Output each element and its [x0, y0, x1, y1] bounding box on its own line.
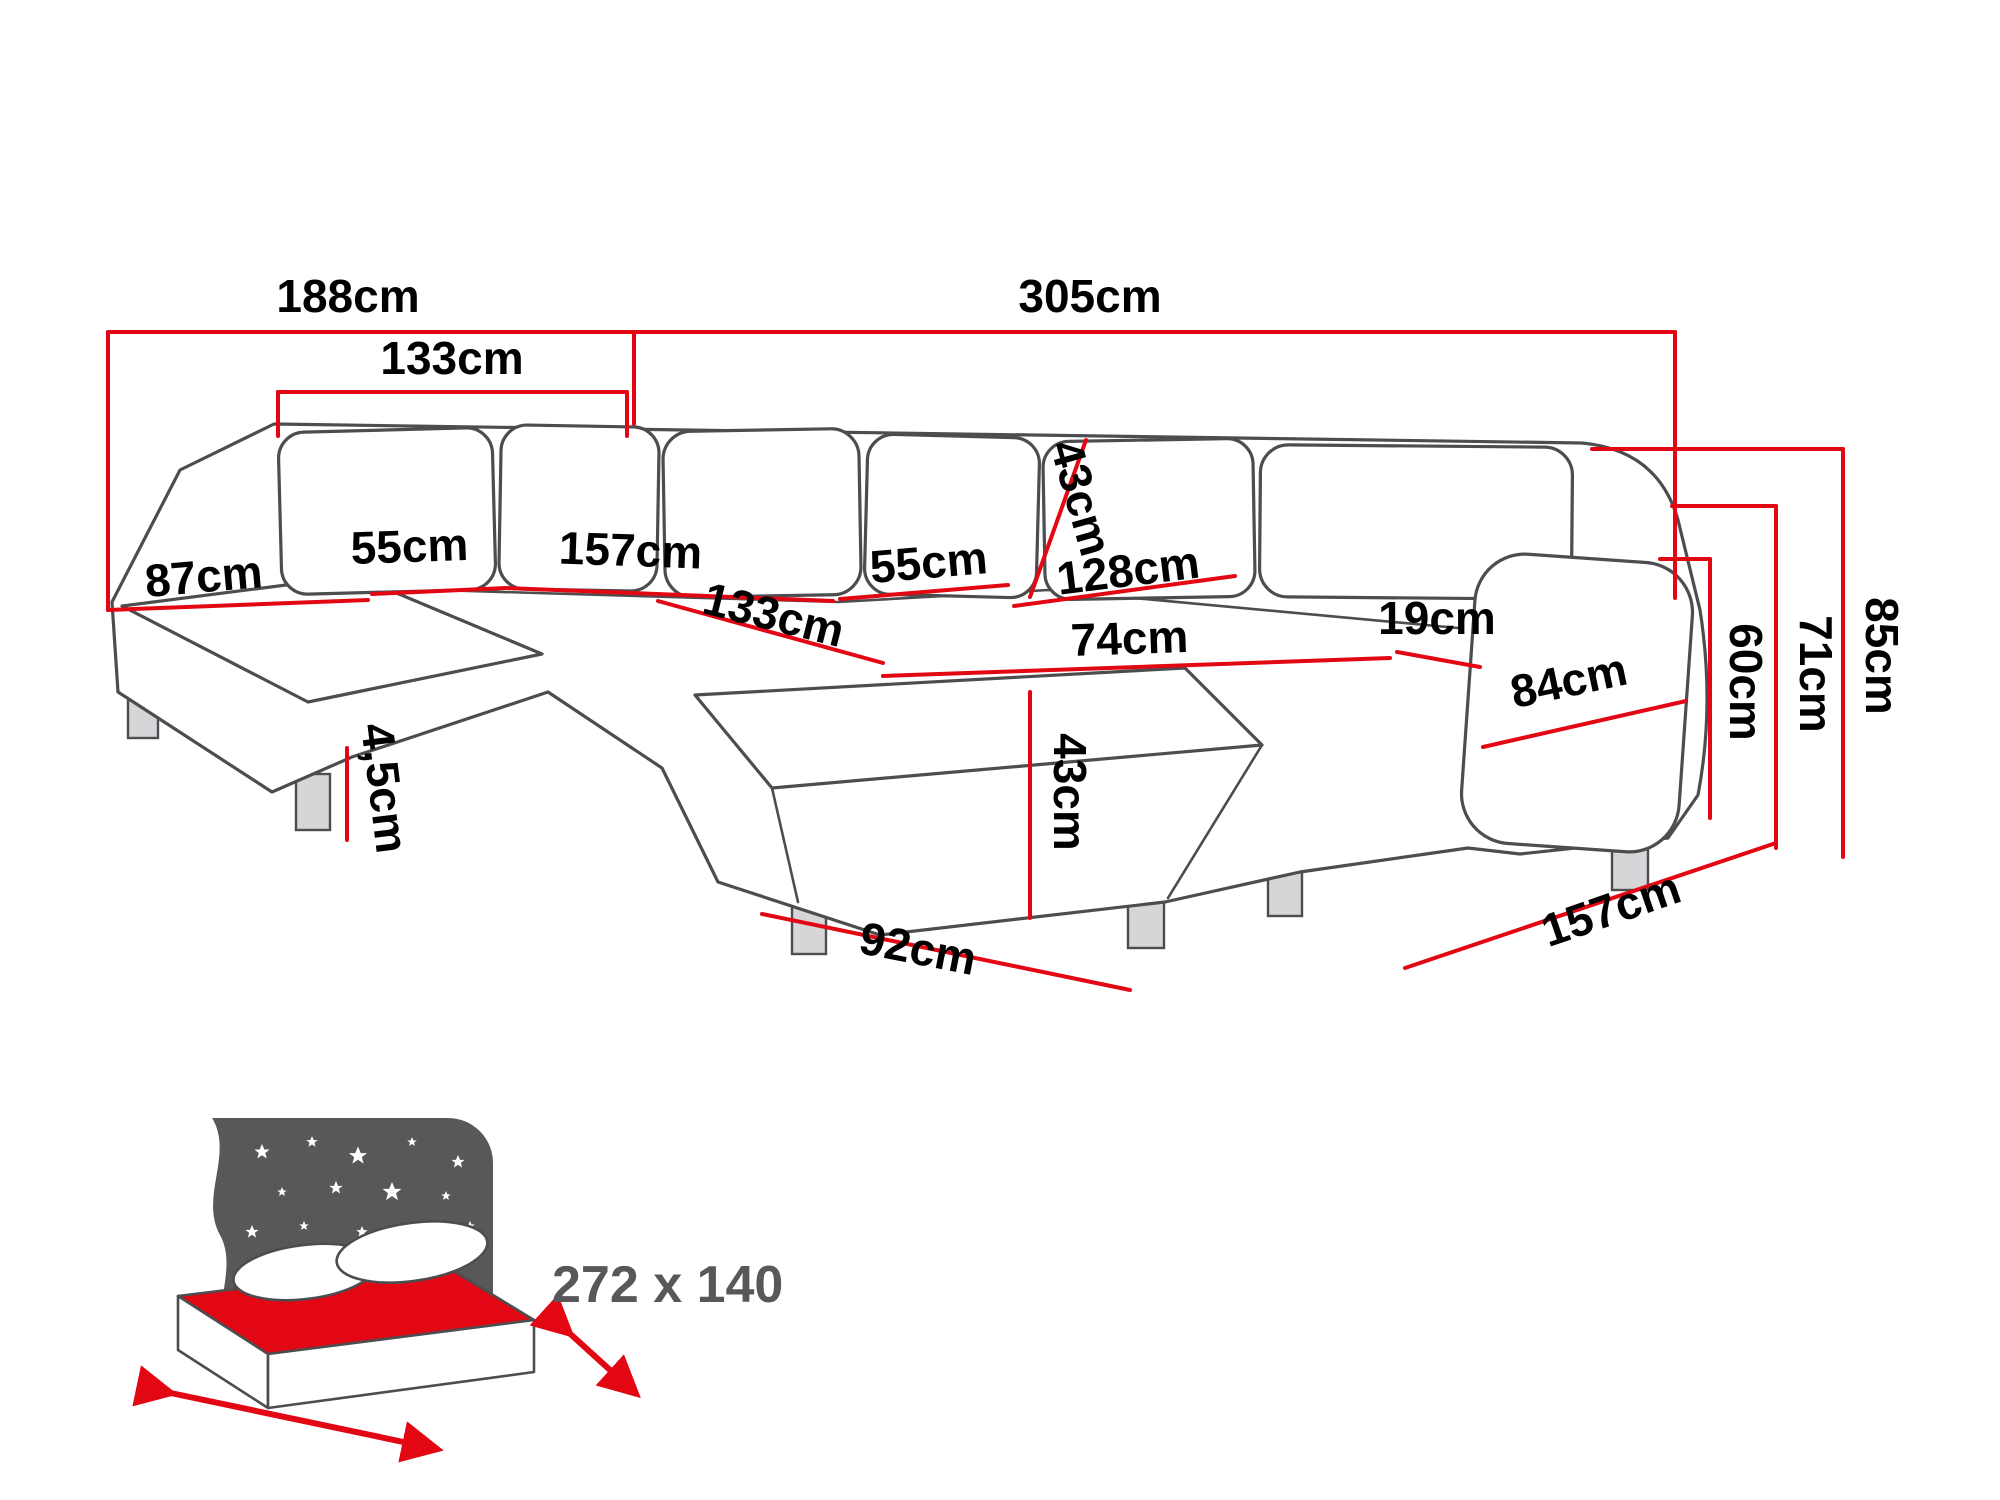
dim-line-74 — [881, 656, 1392, 678]
dim-line-55-left — [370, 586, 508, 596]
sleeping-area-label: 272 x 140 — [552, 1256, 783, 1314]
back-cushions — [276, 423, 1575, 601]
dim-line-84 — [1481, 699, 1688, 749]
dim-line-128 — [1012, 574, 1237, 608]
dim-label-height-armrest: 60cm — [1720, 623, 1772, 741]
dim-line-133-seat — [656, 599, 885, 665]
dim-label-seat-cushion-left: 55cm — [350, 518, 469, 574]
dim-label-backrest-left-width: 133cm — [380, 332, 523, 384]
dim-label-seat-width-middle: 157cm — [558, 522, 703, 579]
ottoman-right-edge — [1166, 743, 1264, 900]
dim-label-right-side-depth: 157cm — [1535, 861, 1687, 957]
length-arrow — [132, 1365, 444, 1463]
right-armrest — [1459, 552, 1695, 854]
dim-label-armrest-width: 19cm — [1378, 592, 1496, 644]
dimension-lines — [106, 330, 1845, 992]
dim-line-43-back — [1028, 438, 1088, 599]
chaise-seat-cushion — [120, 574, 544, 704]
dim-label-leg-height: 4,5cm — [351, 720, 419, 856]
back-cushion — [863, 432, 1041, 600]
dim-line-87 — [106, 598, 370, 612]
back-cushion — [1041, 437, 1257, 601]
dim-label-height-total: 85cm — [1856, 597, 1908, 715]
dim-label-seat-cushion-right: 55cm — [868, 531, 990, 593]
dim-label-seat-height-front: 43cm — [1044, 733, 1096, 851]
pillow — [335, 1220, 489, 1284]
dim-line-92 — [760, 912, 1132, 992]
sofa-bed-icon: 272 x 140 — [132, 1112, 783, 1463]
dimension-labels: 188cm 305cm 133cm 87cm 55cm 157cm 55cm 4… — [143, 270, 1908, 985]
dim-label-height-backrest: 71cm — [1790, 615, 1842, 733]
dim-label-chaise-width: 87cm — [143, 545, 265, 607]
ottoman-left-edge — [770, 786, 800, 904]
back-cushion — [1257, 443, 1575, 601]
dim-label-ottoman-width: 74cm — [1070, 610, 1189, 666]
sofa-leg — [294, 772, 332, 832]
dim-line-55-right — [838, 583, 1010, 601]
dim-label-back-width-left: 188cm — [276, 270, 419, 322]
width-arrow — [529, 1294, 641, 1399]
dim-line-19 — [1395, 650, 1482, 669]
sofa-illustration — [110, 422, 1709, 956]
back-cushion — [661, 427, 863, 599]
dim-line-157-mid — [504, 586, 835, 603]
dim-label-back-width-right: 305cm — [1018, 270, 1161, 322]
dim-line-157-bottom — [1403, 841, 1778, 970]
